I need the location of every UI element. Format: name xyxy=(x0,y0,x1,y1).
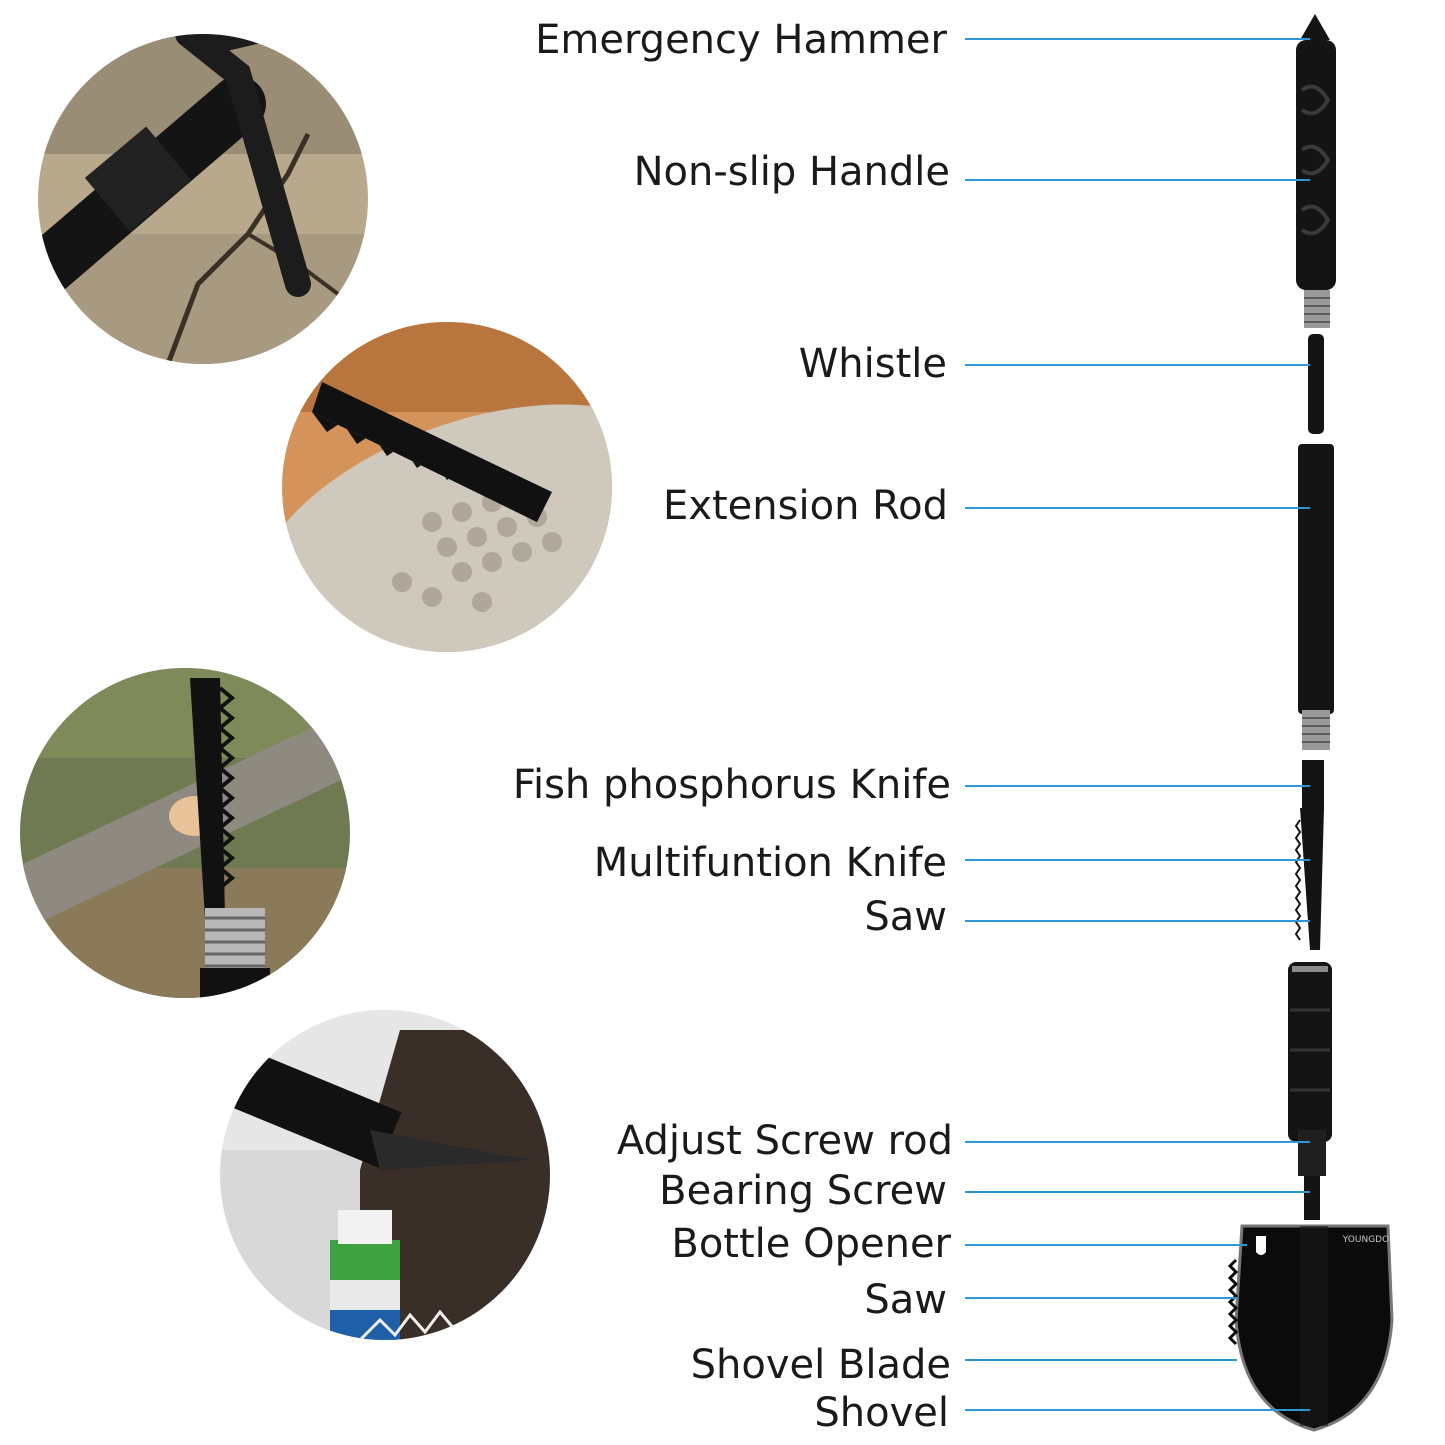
fish-phosphorus-knife-part xyxy=(1302,760,1324,810)
leader-knife-saw xyxy=(965,920,1310,922)
label-bottle-opener: Bottle Opener xyxy=(671,1221,951,1267)
leader-shovel-saw xyxy=(965,1297,1237,1299)
label-fish-phosphorus-knife: Fish phosphorus Knife xyxy=(512,762,951,808)
emergency-hammer-part xyxy=(1300,14,1330,40)
leader-fish-phosphorus-knife xyxy=(965,785,1310,787)
label-non-slip-handle: Non-slip Handle xyxy=(633,149,950,195)
label-extension-rod: Extension Rod xyxy=(663,483,948,529)
pickaxe-on-rock-photo xyxy=(38,34,368,364)
leader-whistle xyxy=(965,364,1310,366)
extension-rod-part xyxy=(1298,444,1334,714)
label-knife-saw: Saw xyxy=(864,894,947,940)
multifunction-knife-saw-part xyxy=(1300,808,1324,950)
leader-shovel xyxy=(965,1409,1310,1411)
bottle-opener-photo xyxy=(220,1010,550,1340)
whistle-part xyxy=(1308,334,1324,434)
label-shovel-saw: Saw xyxy=(864,1277,947,1323)
saw-scaling-fish-photo xyxy=(282,322,612,652)
brand-mark: YOUNGDO xyxy=(1342,1235,1389,1245)
leader-multifunction-knife xyxy=(965,859,1310,861)
label-whistle: Whistle xyxy=(798,341,947,387)
shovel-parts-illustration: YOUNGDO xyxy=(1220,0,1445,1445)
non-slip-handle-part xyxy=(1296,40,1336,290)
leader-non-slip-handle xyxy=(965,179,1310,181)
bearing-screw-part xyxy=(1304,1176,1320,1220)
leader-bottle-opener xyxy=(965,1244,1247,1246)
label-emergency-hammer: Emergency Hammer xyxy=(535,17,947,63)
label-bearing-screw: Bearing Screw xyxy=(659,1168,947,1214)
label-shovel-blade: Shovel Blade xyxy=(690,1342,951,1388)
label-shovel: Shovel xyxy=(814,1390,949,1436)
saw-cutting-branch-photo xyxy=(20,668,350,998)
label-multifunction-knife: Multifuntion Knife xyxy=(593,840,947,886)
leader-emergency-hammer xyxy=(965,38,1310,40)
leader-shovel-blade xyxy=(965,1359,1237,1361)
leader-adjust-screw-rod xyxy=(965,1141,1310,1143)
adjust-screw-rod-part xyxy=(1298,1130,1326,1176)
leader-extension-rod xyxy=(965,507,1310,509)
leader-bearing-screw xyxy=(965,1191,1310,1193)
label-adjust-screw-rod: Adjust Screw rod xyxy=(616,1118,953,1164)
